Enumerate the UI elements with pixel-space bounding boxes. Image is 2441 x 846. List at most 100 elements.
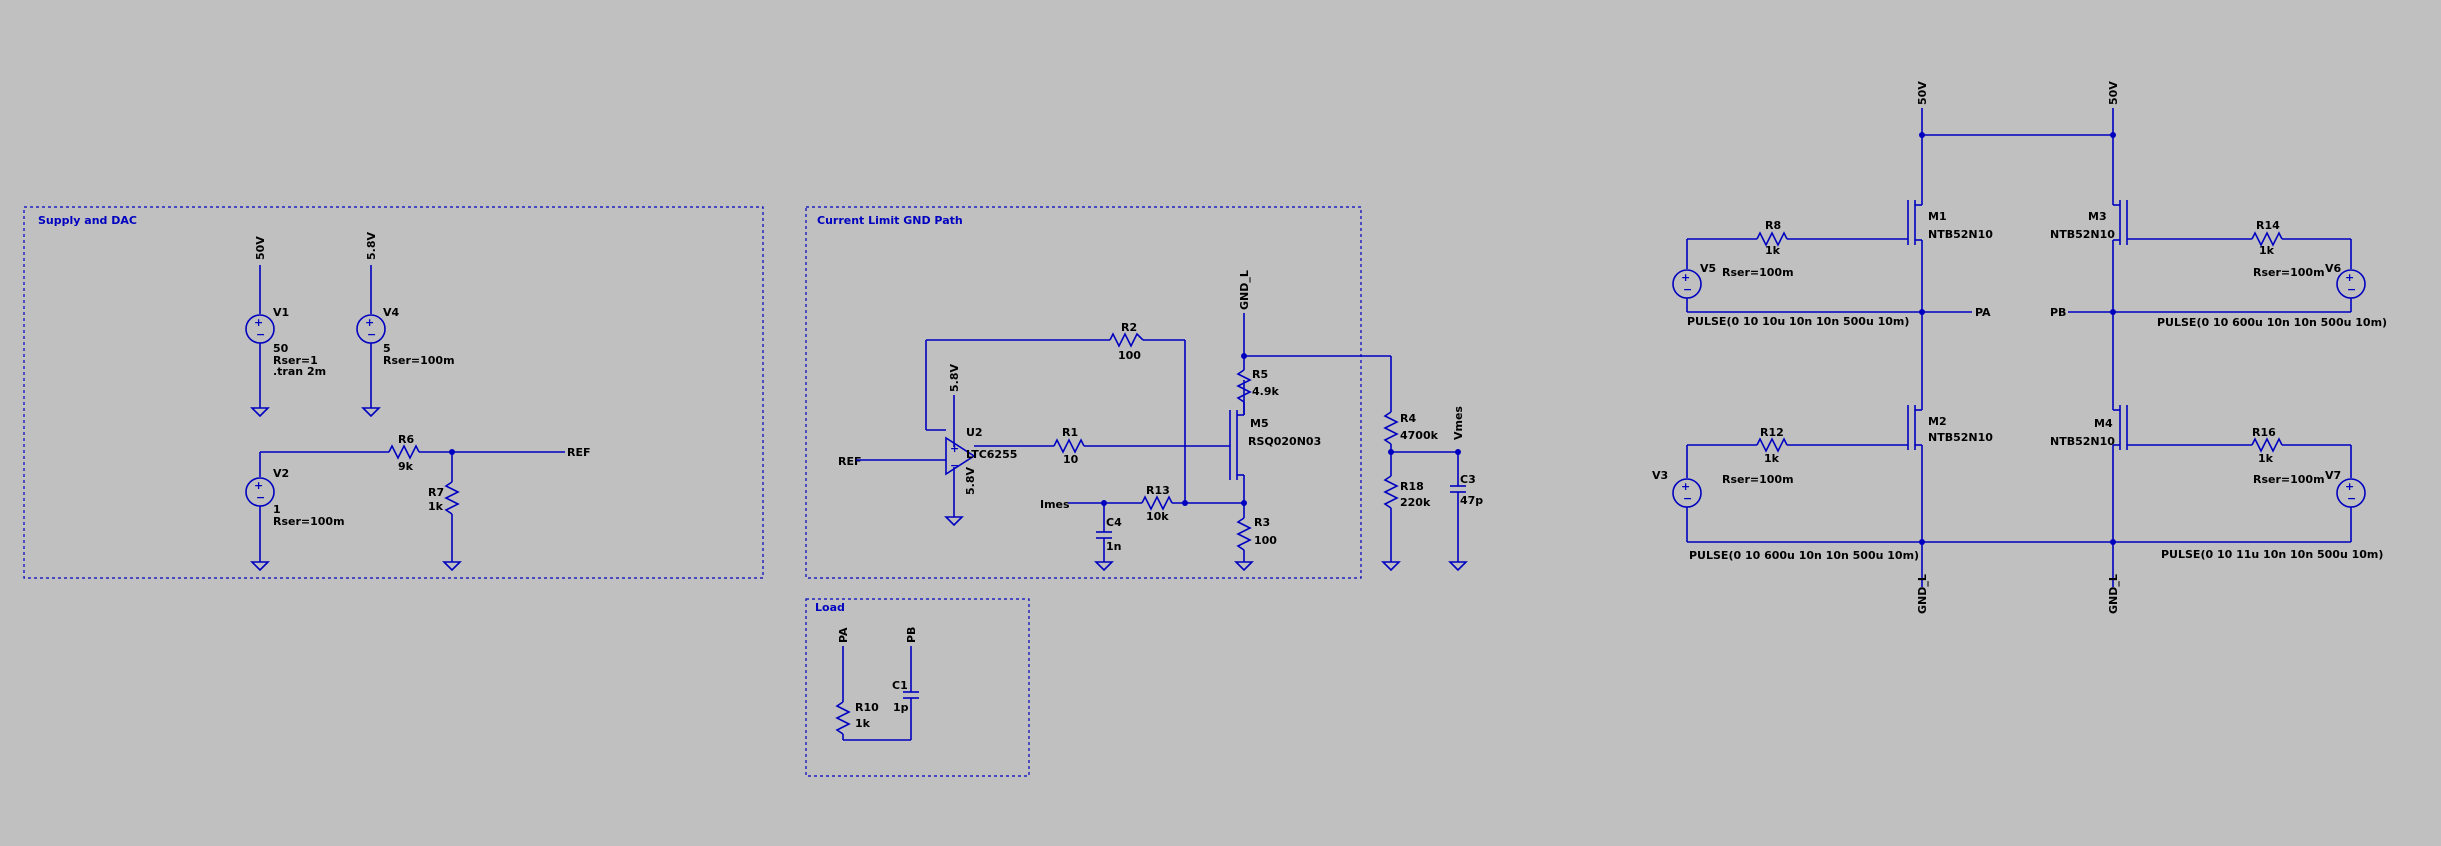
V5-voltage-source[interactable]: +− <box>1672 239 1922 313</box>
V7-voltage-source[interactable]: +− <box>2336 445 2366 542</box>
net-label-pb-load: PB <box>905 627 918 643</box>
net-label-5v8-v4: 5.8V <box>365 232 378 260</box>
M3-mosfet[interactable] <box>2112 135 2128 312</box>
R7-name: R7 <box>428 486 444 499</box>
R12-name: R12 <box>1760 426 1784 439</box>
block-supply-frame <box>23 206 764 579</box>
R1-resistor[interactable] <box>974 438 1230 454</box>
net-label-gndl-m4: GND_L <box>2107 574 2120 614</box>
V4-value: 5 <box>383 342 391 355</box>
V3-name: V3 <box>1652 469 1668 482</box>
R4-value: 4700k <box>1400 429 1439 442</box>
net-label-gndl-m5: GND_L <box>1238 270 1251 310</box>
R10-name: R10 <box>855 701 879 714</box>
C1-capacitor[interactable] <box>903 646 919 740</box>
R7-value: 1k <box>428 500 444 513</box>
M3-name: M3 <box>2088 210 2107 223</box>
V5-pulse: PULSE(0 10 10u 10n 10n 500u 10m) <box>1687 315 1909 328</box>
V6-rser: Rser=100m <box>2253 266 2325 279</box>
R7-resistor[interactable] <box>442 452 462 572</box>
R2-resistor[interactable] <box>1109 332 1186 503</box>
svg-text:+: + <box>254 316 263 329</box>
net-label-pb-bridge: PB <box>2050 306 2066 319</box>
svg-text:−: − <box>256 491 265 504</box>
net-label-50v-m1: 50V <box>1916 81 1929 105</box>
R6-value: 9k <box>398 460 414 473</box>
R12-resistor[interactable] <box>1687 437 1908 453</box>
R16-name: R16 <box>2252 426 2276 439</box>
M2-mosfet[interactable] <box>1907 312 1923 587</box>
V7-name: V7 <box>2325 469 2341 482</box>
R8-name: R8 <box>1765 219 1781 232</box>
R10-value: 1k <box>855 717 871 730</box>
U2-name: U2 <box>966 426 983 439</box>
net-label-vmes: Vmes <box>1452 406 1465 440</box>
M1-name: M1 <box>1928 210 1947 223</box>
svg-text:−: − <box>2347 492 2356 505</box>
block-current-frame <box>805 206 1362 579</box>
R14-resistor[interactable] <box>2127 231 2351 247</box>
V6-voltage-source[interactable]: +− <box>2113 239 2366 313</box>
junction <box>1182 500 1188 506</box>
R18-resistor[interactable] <box>1381 452 1401 572</box>
block-load-title: Load <box>815 601 845 614</box>
R5-resistor[interactable] <box>1236 313 1252 415</box>
R3-resistor[interactable] <box>1234 503 1254 572</box>
U2-opamp[interactable]: + − <box>856 339 1110 527</box>
M4-mosfet[interactable] <box>2112 312 2128 587</box>
C4-name: C4 <box>1106 516 1122 529</box>
R4-resistor[interactable] <box>1383 356 1399 452</box>
U2-value: LTC6255 <box>966 448 1017 461</box>
R14-value: 1k <box>2259 244 2275 257</box>
V1-rser: Rser=1 <box>273 354 318 367</box>
net-label-5v8-u2-plus: 5.8V <box>948 364 961 392</box>
net-label-50v-m3: 50V <box>2107 81 2120 105</box>
svg-text:+: + <box>1681 271 1690 284</box>
V7-rser: Rser=100m <box>2253 473 2325 486</box>
svg-text:+: + <box>1681 480 1690 493</box>
junction <box>1919 539 1925 545</box>
C3-value: 47p <box>1460 494 1483 507</box>
M1-mosfet[interactable] <box>1907 135 1923 312</box>
R6-resistor[interactable] <box>260 444 565 460</box>
R10-resistor[interactable] <box>835 646 911 741</box>
net-label-ref-supply: REF <box>567 446 591 459</box>
V2-value: 1 <box>273 503 281 516</box>
V1-tran: .tran 2m <box>273 365 326 378</box>
R8-value: 1k <box>1765 244 1781 257</box>
R4-name: R4 <box>1400 412 1416 425</box>
V2-voltage-source[interactable]: +− <box>245 452 275 572</box>
junction <box>2110 539 2116 545</box>
svg-text:+: + <box>365 316 374 329</box>
R5-name: R5 <box>1252 368 1268 381</box>
M5-value: RSQ020N03 <box>1248 435 1321 448</box>
V3-rser: Rser=100m <box>1722 473 1794 486</box>
svg-text:−: − <box>2347 283 2356 296</box>
V1-value: 50 <box>273 342 289 355</box>
R16-resistor[interactable] <box>2127 437 2351 453</box>
block-load-frame <box>805 598 1030 777</box>
R2-value: 100 <box>1118 349 1141 362</box>
V3-pulse: PULSE(0 10 600u 10n 10n 500u 10m) <box>1689 549 1919 562</box>
M4-name: M4 <box>2094 417 2113 430</box>
R18-name: R18 <box>1400 480 1424 493</box>
R13-value: 10k <box>1146 510 1169 523</box>
svg-text:+: + <box>2345 480 2354 493</box>
C4-capacitor[interactable] <box>1094 503 1114 572</box>
C3-capacitor[interactable] <box>1448 452 1468 572</box>
R13-resistor[interactable] <box>1141 495 1244 511</box>
V6-name: V6 <box>2325 262 2342 275</box>
V1-voltage-source[interactable]: +− <box>245 265 275 418</box>
R14-name: R14 <box>2256 219 2280 232</box>
R18-value: 220k <box>1400 496 1431 509</box>
M2-name: M2 <box>1928 415 1947 428</box>
R1-name: R1 <box>1062 426 1078 439</box>
M5-mosfet[interactable] <box>1229 380 1245 503</box>
V2-name: V2 <box>273 467 289 480</box>
R8-resistor[interactable] <box>1687 231 1908 247</box>
M1-value: NTB52N10 <box>1928 228 1993 241</box>
net-label-pa-load: PA <box>837 627 850 643</box>
V4-voltage-source[interactable]: +− <box>356 265 386 418</box>
V3-voltage-source[interactable]: +− <box>1672 445 2351 543</box>
